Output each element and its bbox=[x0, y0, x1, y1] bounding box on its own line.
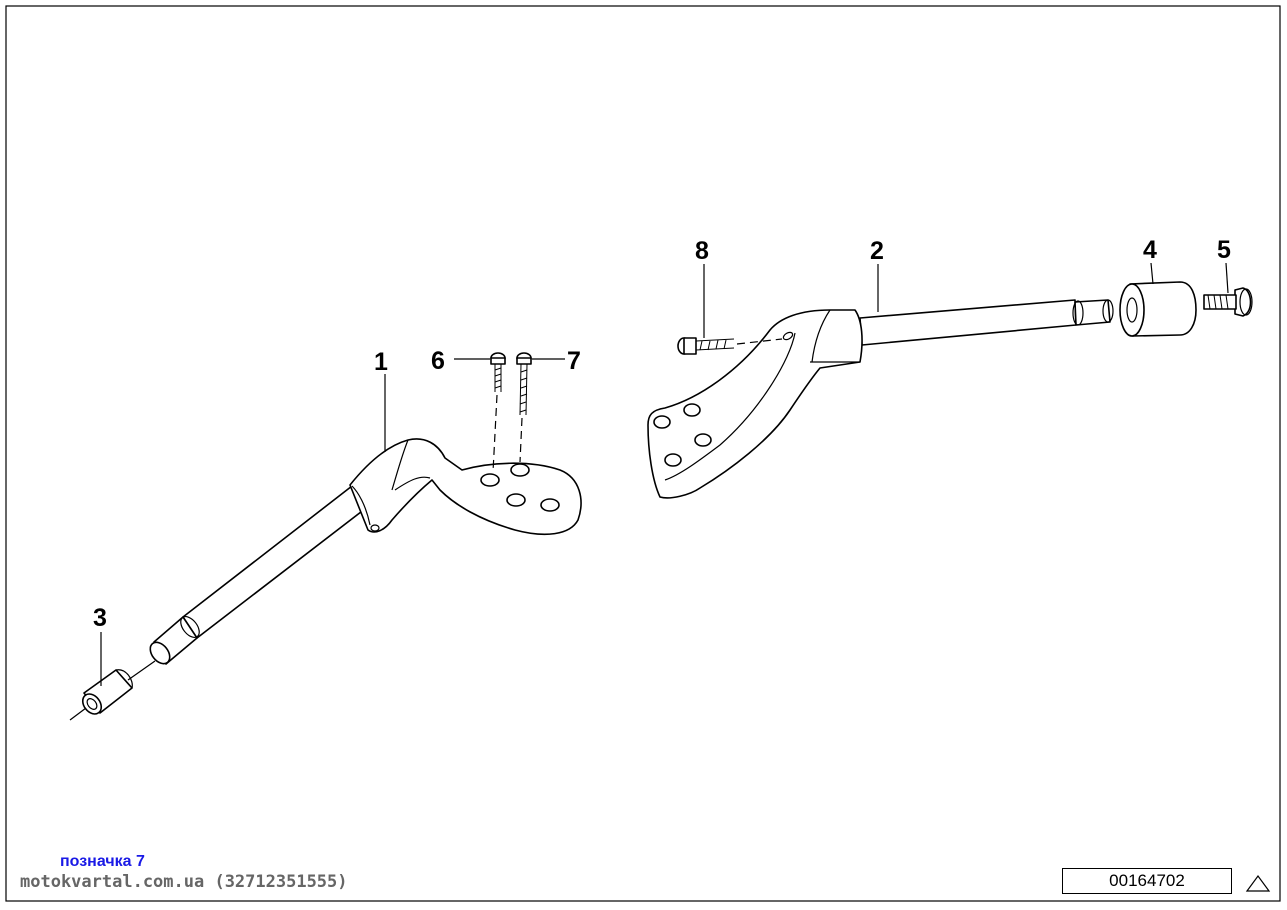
part-2-footrest-holder bbox=[647, 299, 1114, 499]
diagram-frame bbox=[5, 5, 1281, 902]
leader-4 bbox=[1150, 262, 1154, 285]
note-label: позначка 7 bbox=[60, 853, 145, 870]
diagram-id-box: 00164702 bbox=[1062, 868, 1232, 894]
part-5-bolt bbox=[1203, 287, 1253, 317]
part-8-screw bbox=[677, 337, 783, 355]
callout-8: 8 bbox=[695, 237, 709, 265]
part-7-screw bbox=[516, 352, 532, 463]
callout-7: 7 bbox=[567, 347, 581, 375]
callout-6: 6 bbox=[431, 347, 445, 375]
part-3-sleeve bbox=[69, 660, 156, 721]
callout-5: 5 bbox=[1217, 236, 1231, 264]
callout-4: 4 bbox=[1143, 236, 1157, 264]
callout-3: 3 bbox=[93, 604, 107, 632]
callout-1: 1 bbox=[374, 348, 388, 376]
part-6-screw bbox=[490, 352, 506, 473]
warning-triangle-icon bbox=[1245, 874, 1271, 892]
callout-2: 2 bbox=[870, 237, 884, 265]
part-4-bushing bbox=[1119, 281, 1197, 337]
part-1-footrest-holder bbox=[149, 438, 582, 665]
watermark-text: motokvartal.com.ua (32712351555) bbox=[20, 872, 348, 892]
leader-5 bbox=[1225, 262, 1229, 294]
